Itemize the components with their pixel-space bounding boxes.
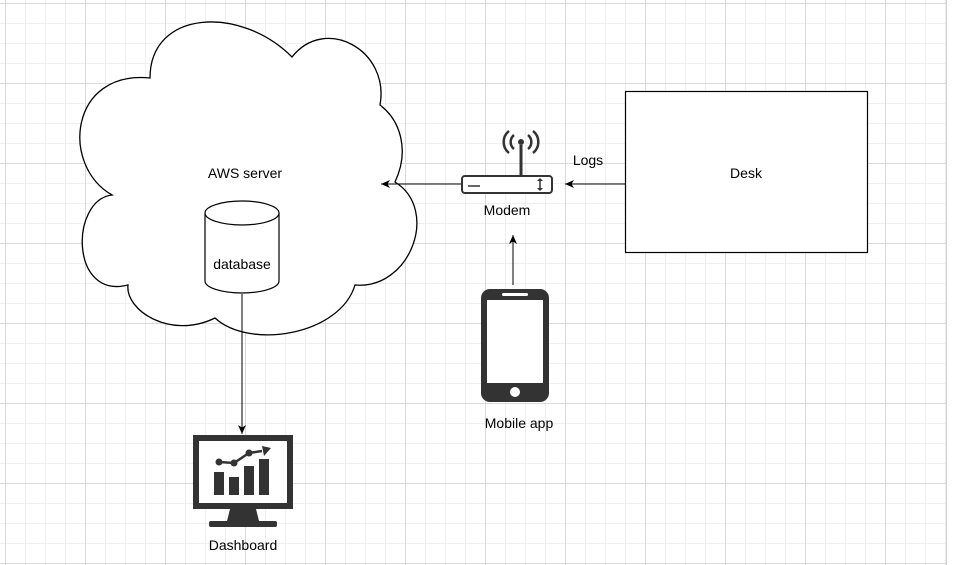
database-cylinder[interactable] (204, 200, 280, 294)
vertical-scrollbar[interactable] (946, 0, 961, 565)
aws-server-label: AWS server (207, 165, 283, 181)
monitor-chart-icon[interactable] (193, 435, 293, 527)
database-label: database (213, 256, 271, 272)
logs-edge-label: Logs (572, 152, 604, 168)
dashboard-label: Dashboard (208, 537, 278, 553)
modem-label: Modem (483, 202, 531, 218)
desk-box[interactable] (624, 90, 869, 254)
router-icon[interactable] (461, 130, 553, 194)
desk-label: Desk (730, 165, 762, 181)
aws-server-cloud[interactable] (79, 21, 418, 336)
smartphone-icon[interactable] (481, 289, 549, 402)
mobile-app-label: Mobile app (484, 415, 554, 431)
